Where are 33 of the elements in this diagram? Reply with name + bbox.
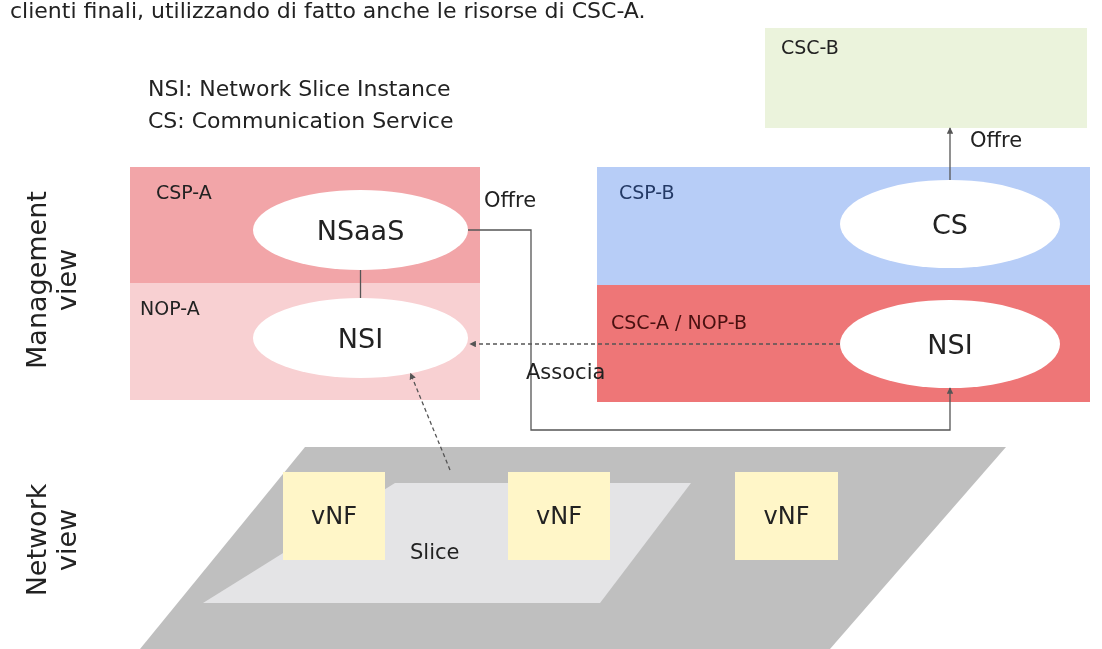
- abbreviation-note: CS: Communication Service: [148, 108, 454, 133]
- arrow: [409, 372, 451, 471]
- function-box: [735, 472, 838, 560]
- node-label: CS: [932, 208, 968, 240]
- text-line: clienti finali, utilizzando di fatto anche le risorse di CSC-A.: [10, 0, 646, 23]
- node-label: vNF: [536, 502, 582, 530]
- connector-line: [359, 269, 362, 299]
- network-plane: [140, 447, 1006, 649]
- node-label: NSaaS: [316, 214, 405, 246]
- function-box: [508, 472, 610, 560]
- node-label: NSI: [337, 322, 384, 354]
- edge-label: Offre: [970, 128, 1023, 152]
- provider-band: [597, 167, 1090, 285]
- group-label: CSC-B: [781, 36, 839, 58]
- group-label: Slice: [410, 540, 460, 564]
- group-label: NOP-A: [140, 297, 200, 319]
- customer-box: [765, 28, 1087, 128]
- function-box: [283, 472, 385, 560]
- view-label: Management view: [22, 191, 82, 369]
- group-label: CSP-A: [156, 181, 212, 203]
- node-label: vNF: [311, 502, 357, 530]
- edge-label: Offre: [484, 188, 537, 212]
- arrow: [469, 340, 841, 348]
- provider-band: [130, 167, 480, 283]
- arrow: [946, 127, 954, 181]
- arrow: [467, 229, 954, 431]
- node-label: vNF: [763, 502, 810, 530]
- operator-band: [130, 283, 480, 400]
- abbreviation-note: NSI: Network Slice Instance: [148, 76, 451, 101]
- node-label: NSI: [927, 328, 973, 360]
- group-label: CSC-A / NOP-B: [611, 311, 747, 333]
- group-label: CSP-B: [619, 181, 675, 203]
- view-label: Network view: [22, 483, 82, 597]
